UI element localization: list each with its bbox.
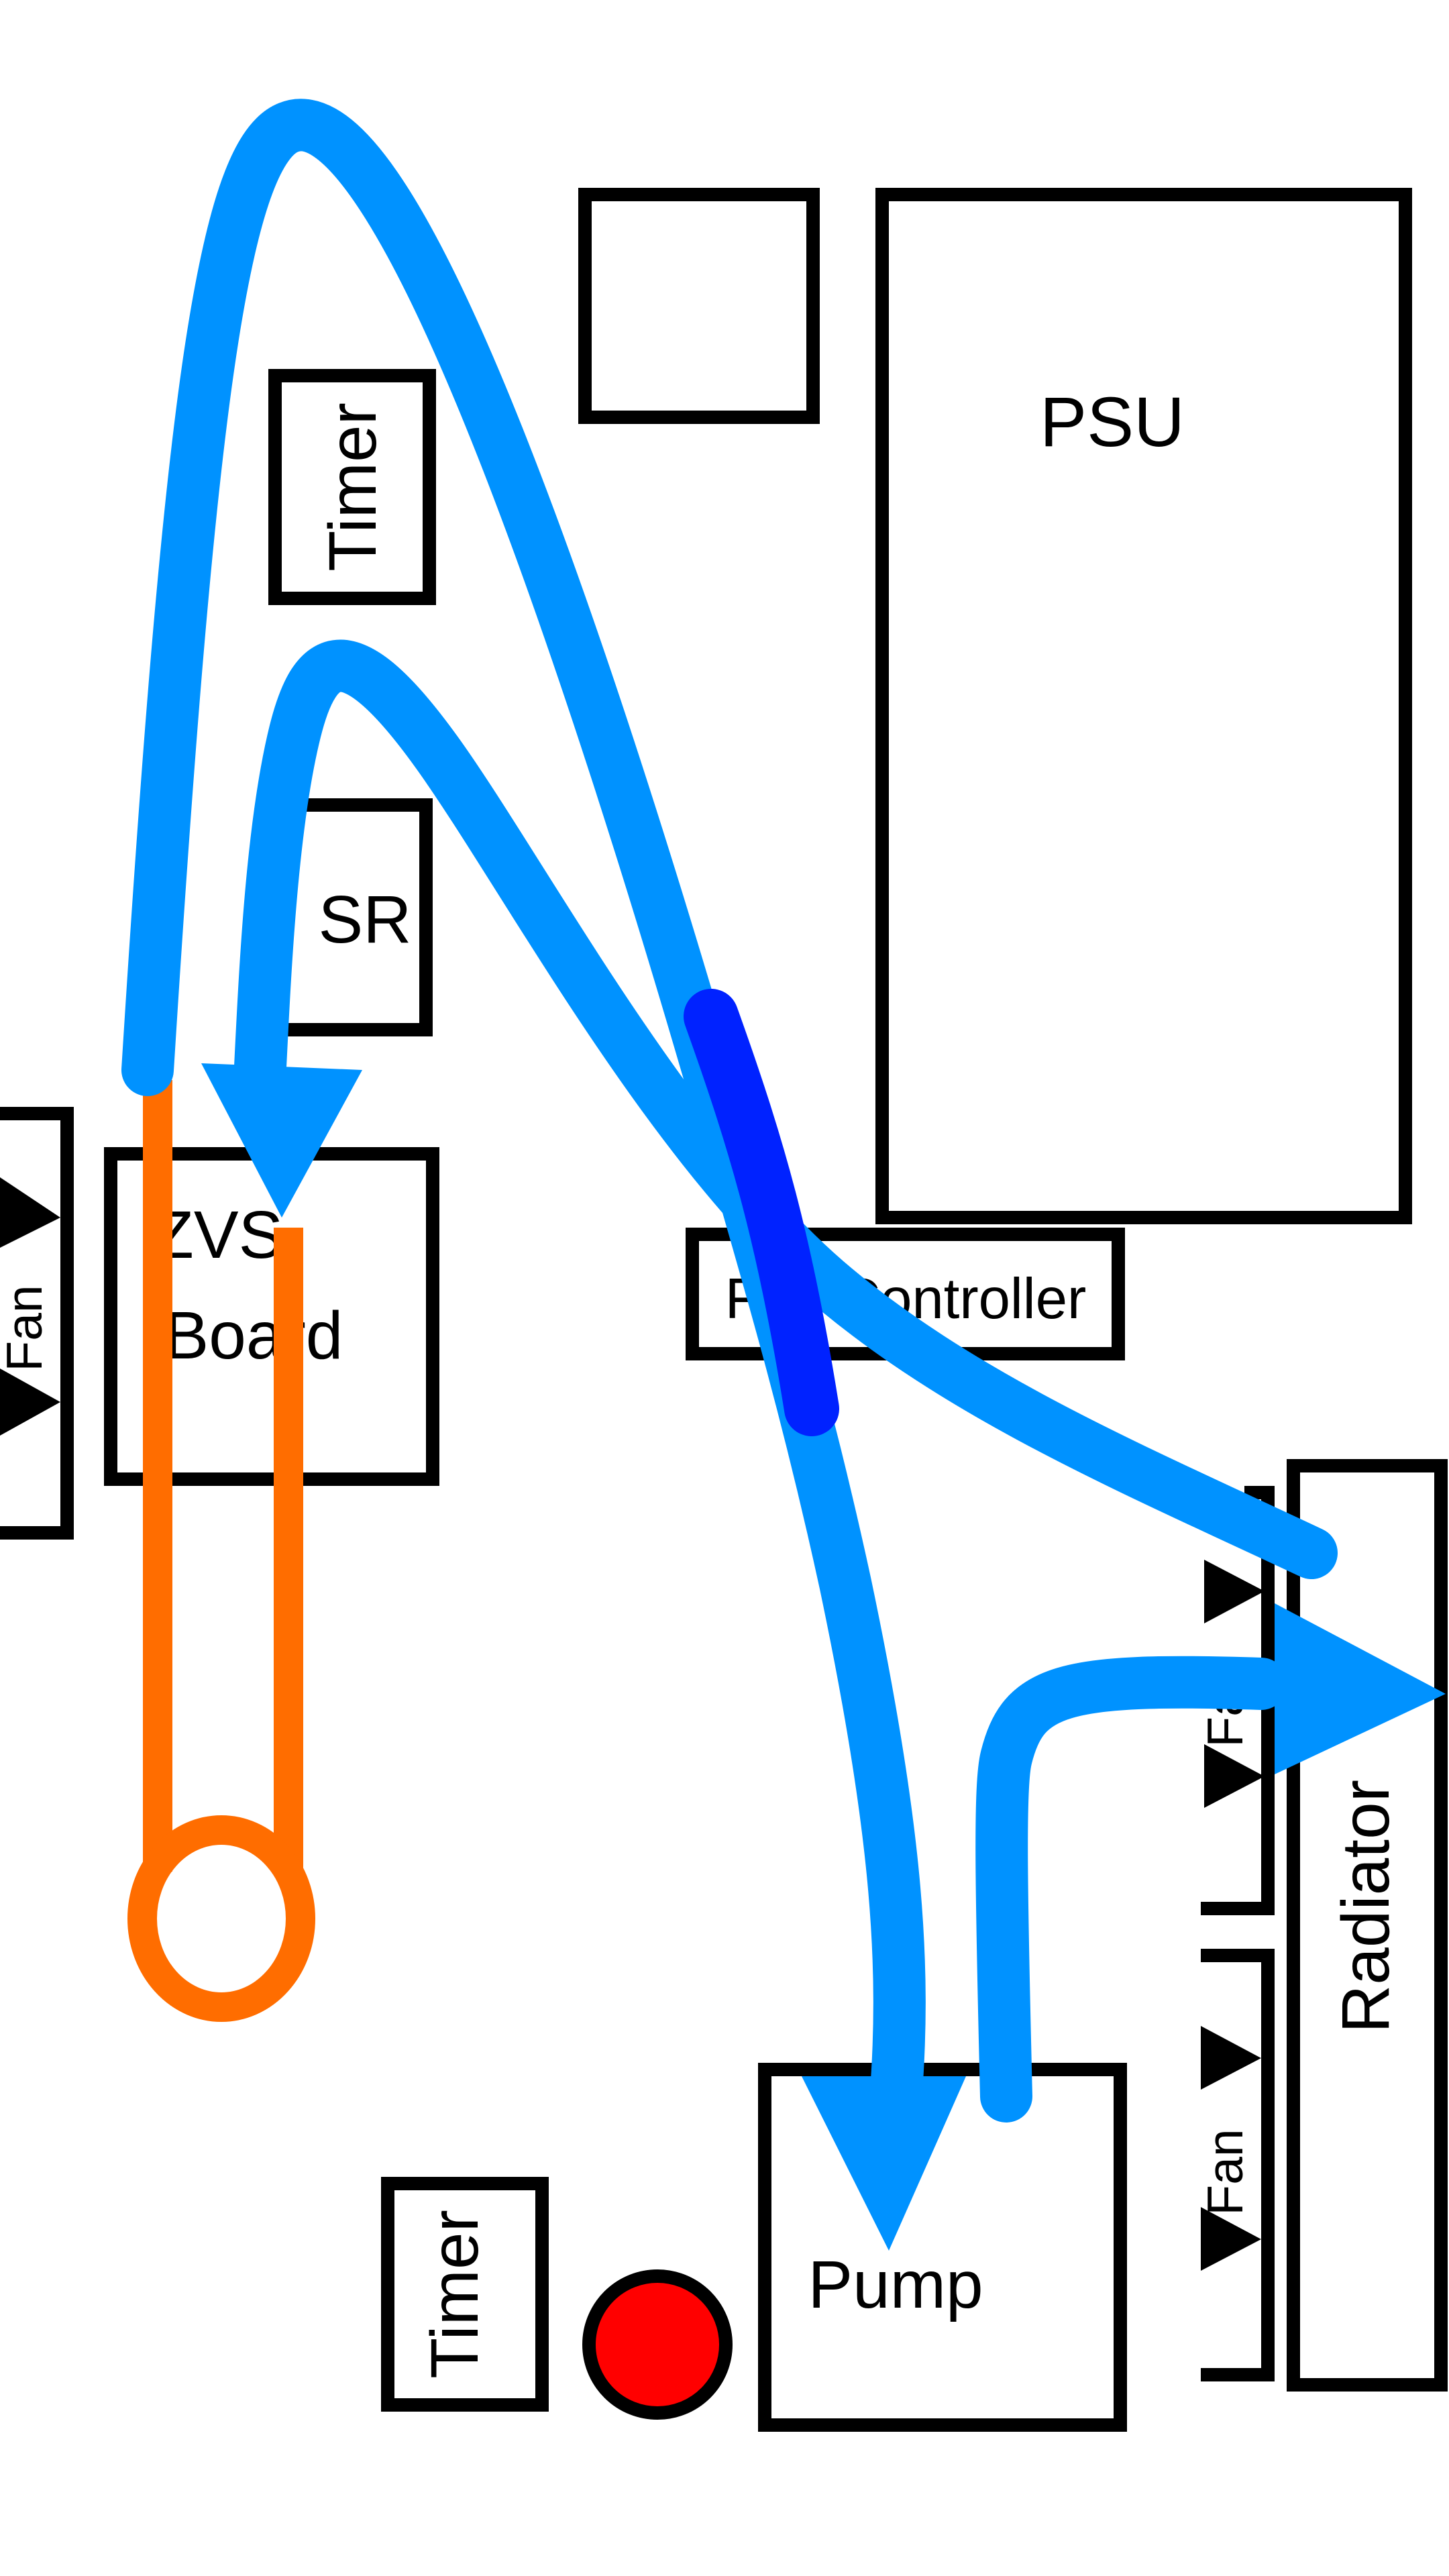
fan-right-upper-arrow-2 [1204,1744,1265,1808]
zvs-label-line2: Board [164,1298,343,1373]
fan-right-lower-label: Fan [1197,2129,1253,2215]
hose-arrowhead-to-coil [201,1063,362,1218]
timer-top-box [268,369,436,605]
fan-left-arrow-upper [0,1177,60,1248]
hose-crossing-overlap [684,989,839,1436]
ssr-label: SR [319,882,412,957]
timer-top-label: Timer [315,402,390,572]
radiator-box [1287,1459,1448,2392]
fan-left-arrow-lower [0,1368,60,1436]
radiator-label: Radiator [1328,1780,1403,2033]
induction-coil [127,1080,315,2022]
fan-right-lower-frame [1201,1949,1275,2381]
fan-left-frame [0,1107,74,1540]
fan-right-lower-arrow-1 [1201,2026,1261,2090]
hose-arrowhead-to-pump [802,2076,966,2251]
psu-label: PSU [1040,383,1185,462]
small-box-top [578,188,820,424]
pump-box [758,2063,1127,2432]
timer-bottom-label: Timer [417,2210,492,2379]
pump-label: Pump [808,2247,983,2322]
fan-right-lower-arrow-2 [1201,2207,1261,2271]
fan-right-upper-arrow-1 [1204,1560,1265,1623]
timer-bottom-box [381,2177,549,2412]
zvs-label-line1: ZVS [153,1197,283,1273]
hose-coil-to-pump [121,99,926,2126]
hose-pump-to-radiator [975,1656,1287,2123]
red-indicator-light-icon [582,2269,733,2420]
fan-left-label: Fan [0,1285,52,1371]
psu-box [875,188,1412,1224]
hose-arrowhead-to-radiator [1275,1603,1446,1774]
hose-radiator-to-coil [234,639,1338,1579]
